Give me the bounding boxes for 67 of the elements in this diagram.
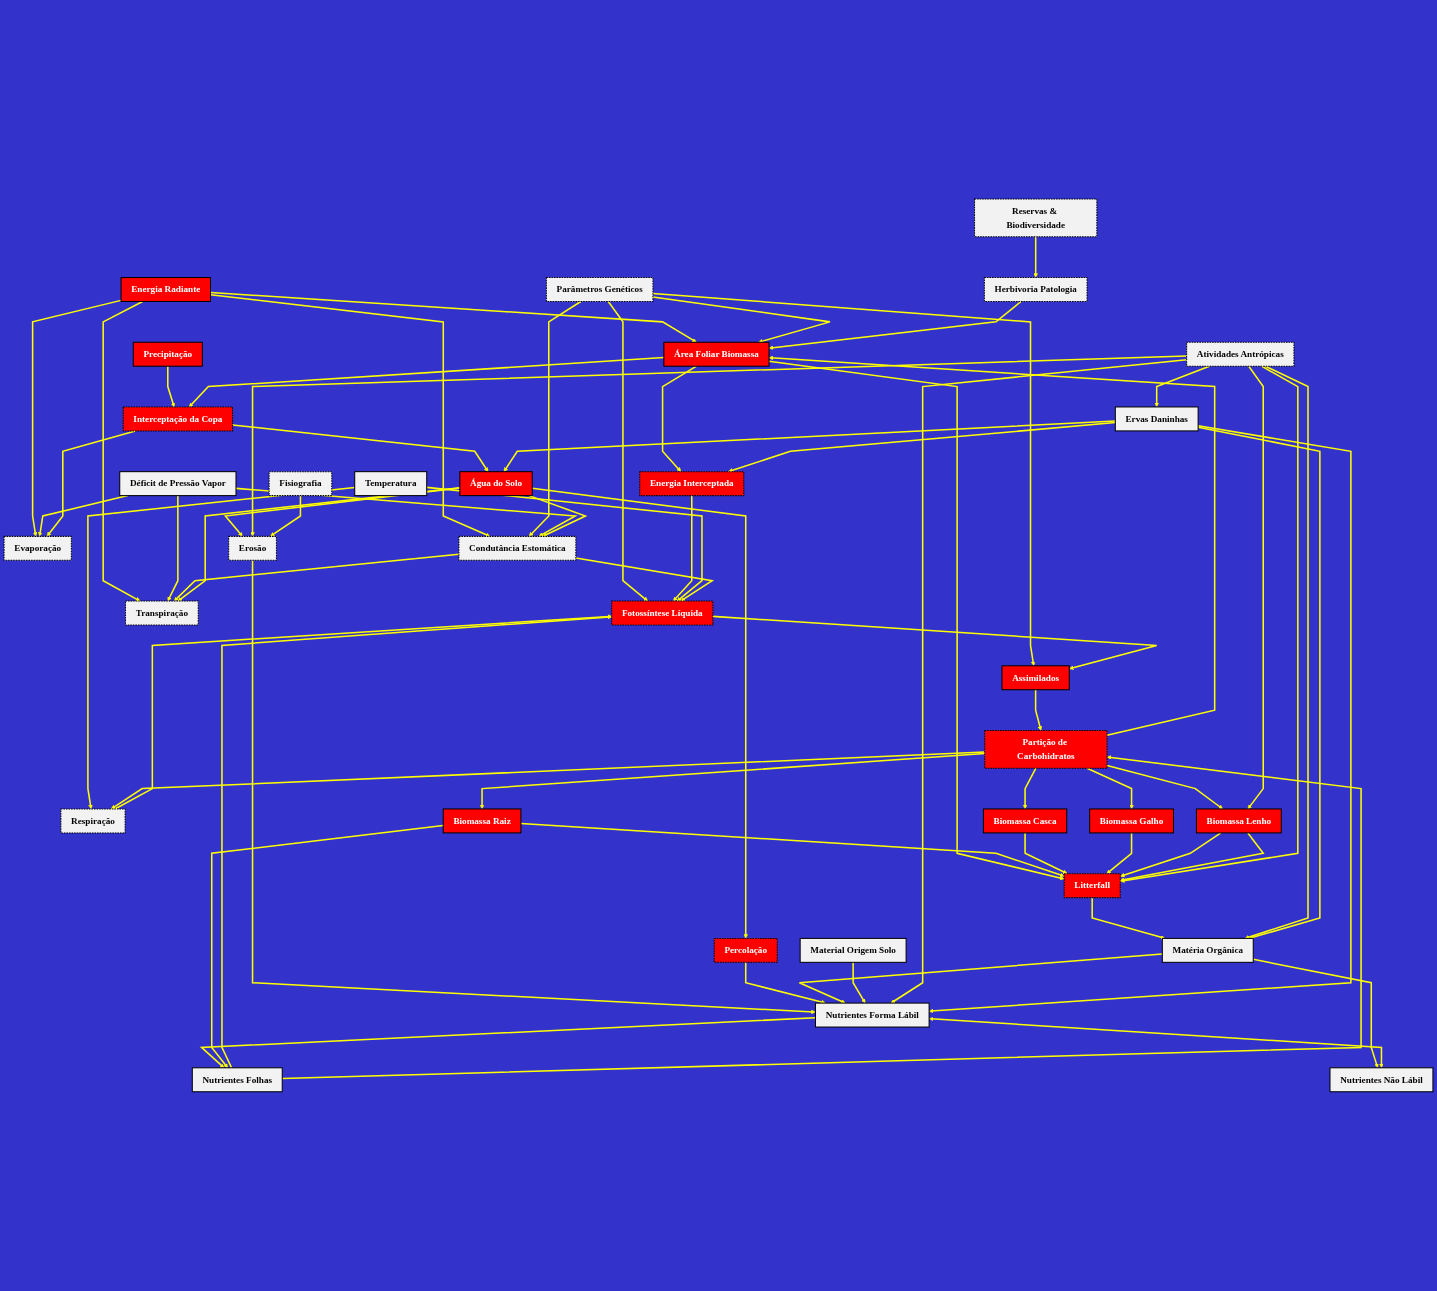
node-box: Biomassa Galho — [1089, 808, 1174, 834]
arrow — [167, 494, 179, 602]
node-box: Transpiração — [125, 600, 199, 626]
arrow — [211, 824, 444, 1069]
node-box: Energia Radiante — [120, 277, 211, 303]
node-box: Precipitação — [132, 341, 203, 367]
node-box: Temperatura — [354, 471, 428, 497]
arrow — [661, 365, 698, 472]
arrow — [1033, 236, 1038, 278]
arrow — [1244, 365, 1309, 940]
node-box: Fotossíntese Líquida — [611, 600, 714, 626]
arrow — [251, 559, 816, 1015]
arrow — [31, 299, 122, 537]
node-box: Biomassa Lenho — [1195, 808, 1282, 834]
node-box: Fisiografia — [268, 471, 333, 497]
node-box: Nutrientes Forma Lábil — [814, 1002, 930, 1028]
arrow — [167, 365, 176, 408]
node-box: Biomassa Casca — [982, 808, 1068, 834]
arrow — [575, 557, 715, 602]
node-box: Evaporação — [3, 535, 72, 561]
arrow — [1197, 426, 1321, 940]
node-box: Partição de Carbohidratos — [984, 730, 1108, 769]
arrow — [1022, 767, 1037, 810]
arrow — [1247, 365, 1264, 810]
node-box: Respiração — [60, 808, 126, 834]
node-box: Percolação — [713, 937, 778, 963]
arrow — [1106, 832, 1133, 874]
node-box: Condutância Estomática — [458, 535, 577, 561]
arrow — [652, 296, 831, 344]
node-box: Nutrientes Não Lábil — [1329, 1067, 1434, 1093]
arrow — [712, 615, 1158, 670]
arrow — [102, 300, 144, 602]
arrow — [270, 494, 302, 537]
arrow — [607, 300, 648, 602]
arrow — [221, 614, 612, 1069]
node-box: Ervas Daninhas — [1114, 406, 1199, 432]
node-box: Reservas & Biodiversidade — [974, 198, 1098, 238]
arrow — [673, 494, 693, 602]
arrow — [652, 292, 1036, 667]
arrow — [1091, 896, 1166, 940]
node-box: Área Foliar Biomassa — [663, 341, 770, 367]
node-box: Assimilados — [1001, 665, 1070, 691]
arrow — [1120, 832, 1265, 882]
arrow — [520, 822, 1065, 878]
arrow — [528, 300, 582, 537]
node-box: Herbivoria Patologia — [983, 277, 1088, 303]
arrow — [852, 961, 866, 1004]
node-box: Interceptação da Copa — [122, 406, 234, 432]
arrow — [744, 961, 826, 1005]
arrow — [1120, 365, 1299, 883]
node-box: Material Origem Solo — [799, 937, 907, 963]
arrow — [1024, 832, 1068, 875]
arrow — [1120, 832, 1222, 878]
arrow — [528, 494, 588, 537]
node-box: Nutrientes Folhas — [191, 1067, 283, 1093]
node-box: Energia Interceptada — [639, 471, 745, 497]
arrow — [1034, 689, 1043, 731]
node-box: Biomassa Raiz — [442, 808, 522, 834]
node-box: Matéria Orgânica — [1161, 937, 1254, 963]
node-box: Atividades Antrópicas — [1186, 341, 1295, 367]
node-box: Erosão — [228, 535, 277, 561]
arrow — [1086, 767, 1134, 810]
node-box: Parâmetros Genéticos — [545, 277, 654, 303]
node-box: Déficit de Pressão Vapor — [119, 471, 237, 497]
arrow — [929, 1016, 1384, 1069]
node-box: Litterfall — [1063, 873, 1121, 899]
node-box: Água do Solo — [459, 471, 533, 497]
